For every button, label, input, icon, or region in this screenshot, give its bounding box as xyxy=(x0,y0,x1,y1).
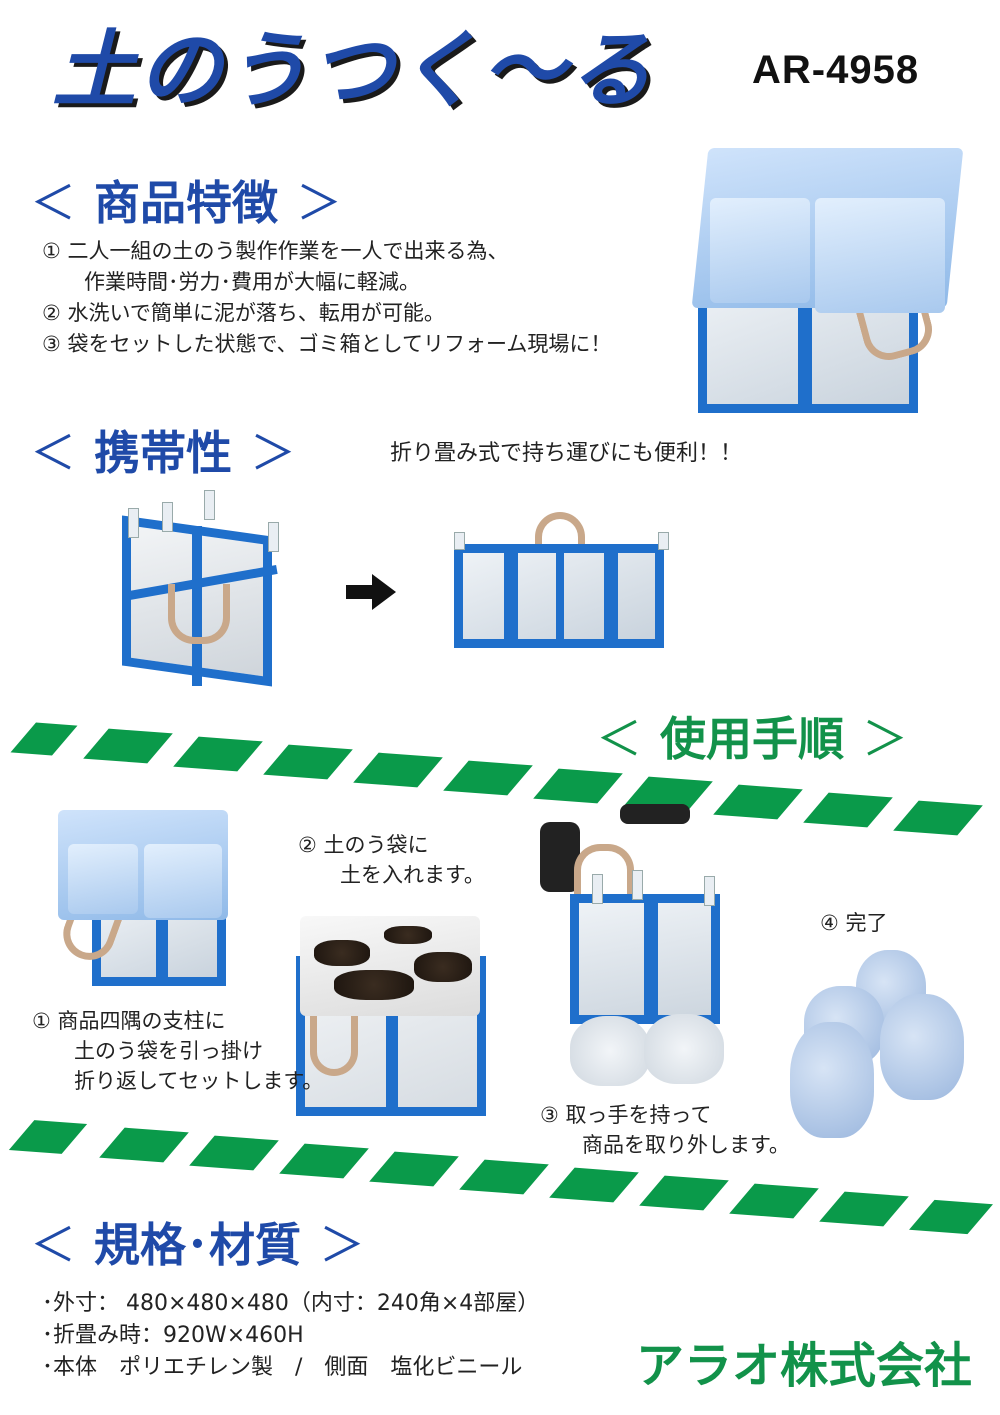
spec-material: ･本体 ポリエチレン製 / 側面 塩化ビニール xyxy=(42,1355,523,1380)
feature-item-2: ② 水洗いで簡単に泥が落ち、転用が可能。 xyxy=(42,301,445,325)
bracket-right: ＞ xyxy=(296,176,342,230)
frame-open-photo xyxy=(108,486,298,692)
company-name: アラオ株式会社 xyxy=(636,1338,973,1394)
step-2-caption: ② 土のう袋に 土を入れます。 xyxy=(298,833,485,887)
features-heading: ＜商品特徴＞ xyxy=(30,180,360,226)
step-1-caption: ① 商品四隅の支柱に 土のう袋を引っ掛け 折り返してセットします。 xyxy=(32,1009,324,1093)
step3-photo xyxy=(540,804,730,1094)
step1-photo xyxy=(52,808,232,990)
portability-heading-text: 携帯性 xyxy=(94,426,232,480)
specs-heading: ＜規格･材質＞ xyxy=(30,1218,365,1272)
features-heading-text: 商品特徴 xyxy=(94,176,278,230)
spec-outer-size: ･外寸： 480×480×480（内寸：240角×4部屋） xyxy=(42,1291,540,1316)
usage-heading-text: 使用手順 xyxy=(660,712,844,766)
step2-photo xyxy=(280,906,490,1122)
model-number: AR-4958 xyxy=(752,48,920,92)
product-title: 土のうつく〜る xyxy=(52,21,655,119)
portability-note: 折り畳み式で持ち運びにも便利！！ xyxy=(390,441,743,466)
bracket-left: ＜ xyxy=(30,176,76,230)
usage-heading: ＜使用手順＞ xyxy=(590,716,932,762)
product-with-bags-photo xyxy=(690,138,970,428)
specs-heading-text: 規格･材質 xyxy=(94,1218,301,1272)
portability-heading: ＜携帯性＞ xyxy=(30,426,296,480)
features-list: ① 二人一組の土のう製作作業を一人で出来る為、 作業時間･労力･費用が大幅に軽減… xyxy=(42,236,611,360)
spec-folded-size: ･折畳み時：920W×460H xyxy=(42,1323,304,1348)
specs-list: ･外寸： 480×480×480（内寸：240角×4部屋） ･折畳み時：920W… xyxy=(42,1288,539,1384)
feature-item-3: ③ 袋をセットした状態で、ゴミ箱としてリフォーム現場に！ xyxy=(42,332,612,356)
step4-photo xyxy=(790,946,976,1144)
feature-item-1: ① 二人一組の土のう製作作業を一人で出来る為、 作業時間･労力･費用が大幅に軽減… xyxy=(42,239,509,294)
frame-folded-photo xyxy=(440,506,670,656)
step-4-caption: ④ 完了 xyxy=(820,911,888,935)
right-arrow-icon xyxy=(346,574,396,614)
step-3-caption: ③ 取っ手を持って 商品を取り外します。 xyxy=(540,1103,790,1157)
